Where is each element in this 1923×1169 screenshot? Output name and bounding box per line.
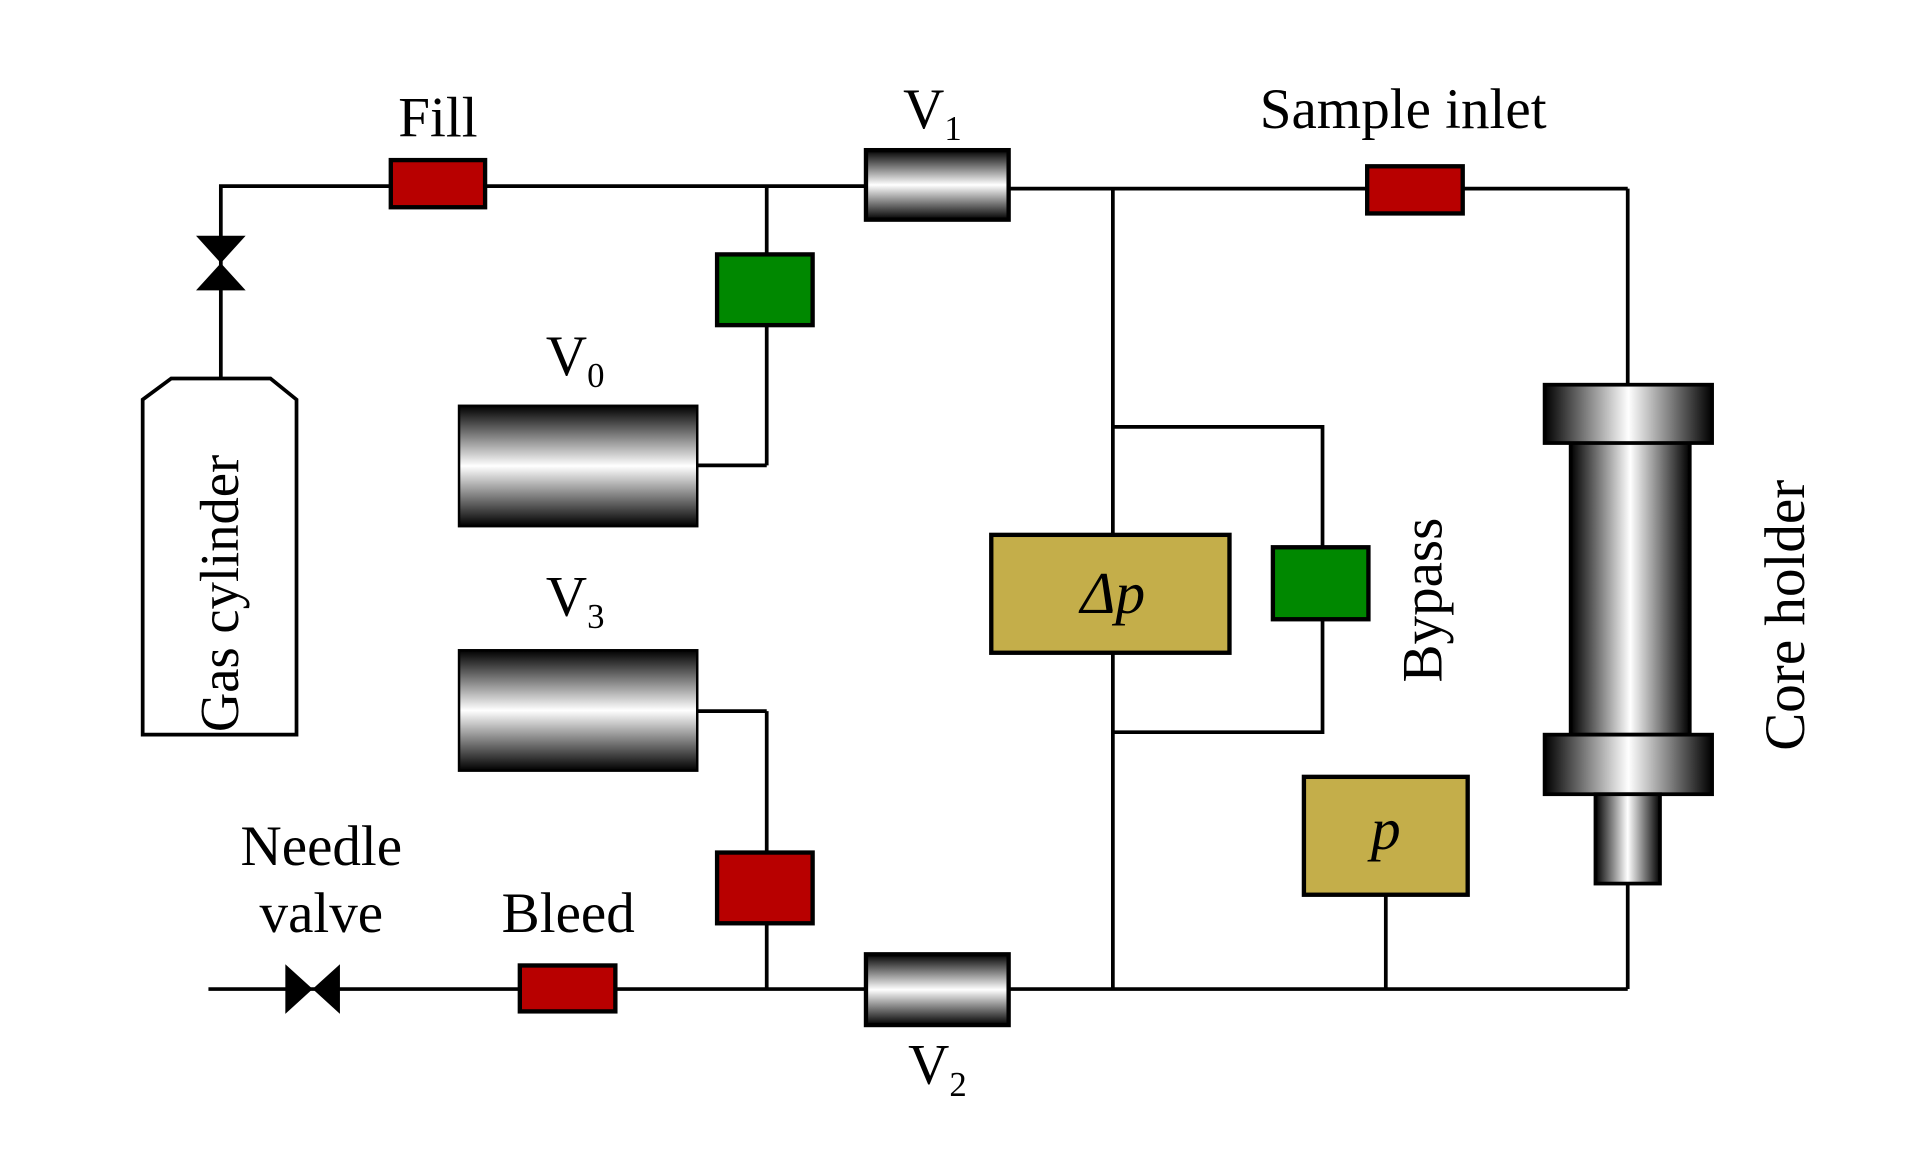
- bleed-valve[interactable]: [517, 963, 618, 1014]
- core-holder-label: Core holder: [1754, 480, 1817, 751]
- needle-valve-label-line1: Needle: [241, 815, 403, 878]
- fill-valve[interactable]: [388, 157, 488, 210]
- bypass-label: Bypass: [1392, 518, 1455, 683]
- v3-reservoir: [457, 649, 699, 772]
- p-label: p: [1367, 796, 1401, 862]
- v3-red-valve[interactable]: [714, 850, 815, 926]
- p-gauge: [1301, 774, 1470, 897]
- gas-cylinder-label: Gas cylinder: [189, 455, 250, 732]
- needle-valve-label-line2: valve: [260, 882, 384, 945]
- v3-label: V3: [546, 566, 605, 636]
- v2-label: V2: [908, 1033, 967, 1103]
- bypass-valve[interactable]: [1270, 545, 1371, 622]
- core-holder: [1542, 382, 1714, 886]
- sample-inlet-label: Sample inlet: [1260, 78, 1547, 141]
- v1-valve[interactable]: [863, 147, 1011, 222]
- v0-label: V0: [546, 325, 605, 395]
- needle-valve-icon[interactable]: [285, 964, 340, 1014]
- bleed-label: Bleed: [502, 882, 635, 945]
- fill-label: Fill: [398, 87, 477, 150]
- gas-cylinder: Gas cylinder: [140, 376, 299, 737]
- v0-green-valve[interactable]: [714, 252, 815, 328]
- v0-reservoir: [457, 404, 699, 528]
- sample-inlet-valve[interactable]: [1365, 164, 1465, 216]
- cylinder-valve-icon: [196, 235, 246, 291]
- v1-label: V1: [903, 78, 962, 148]
- delta-p-gauge: [989, 532, 1232, 655]
- v2-valve[interactable]: [863, 952, 1011, 1028]
- delta-p-label: Δp: [1078, 560, 1145, 626]
